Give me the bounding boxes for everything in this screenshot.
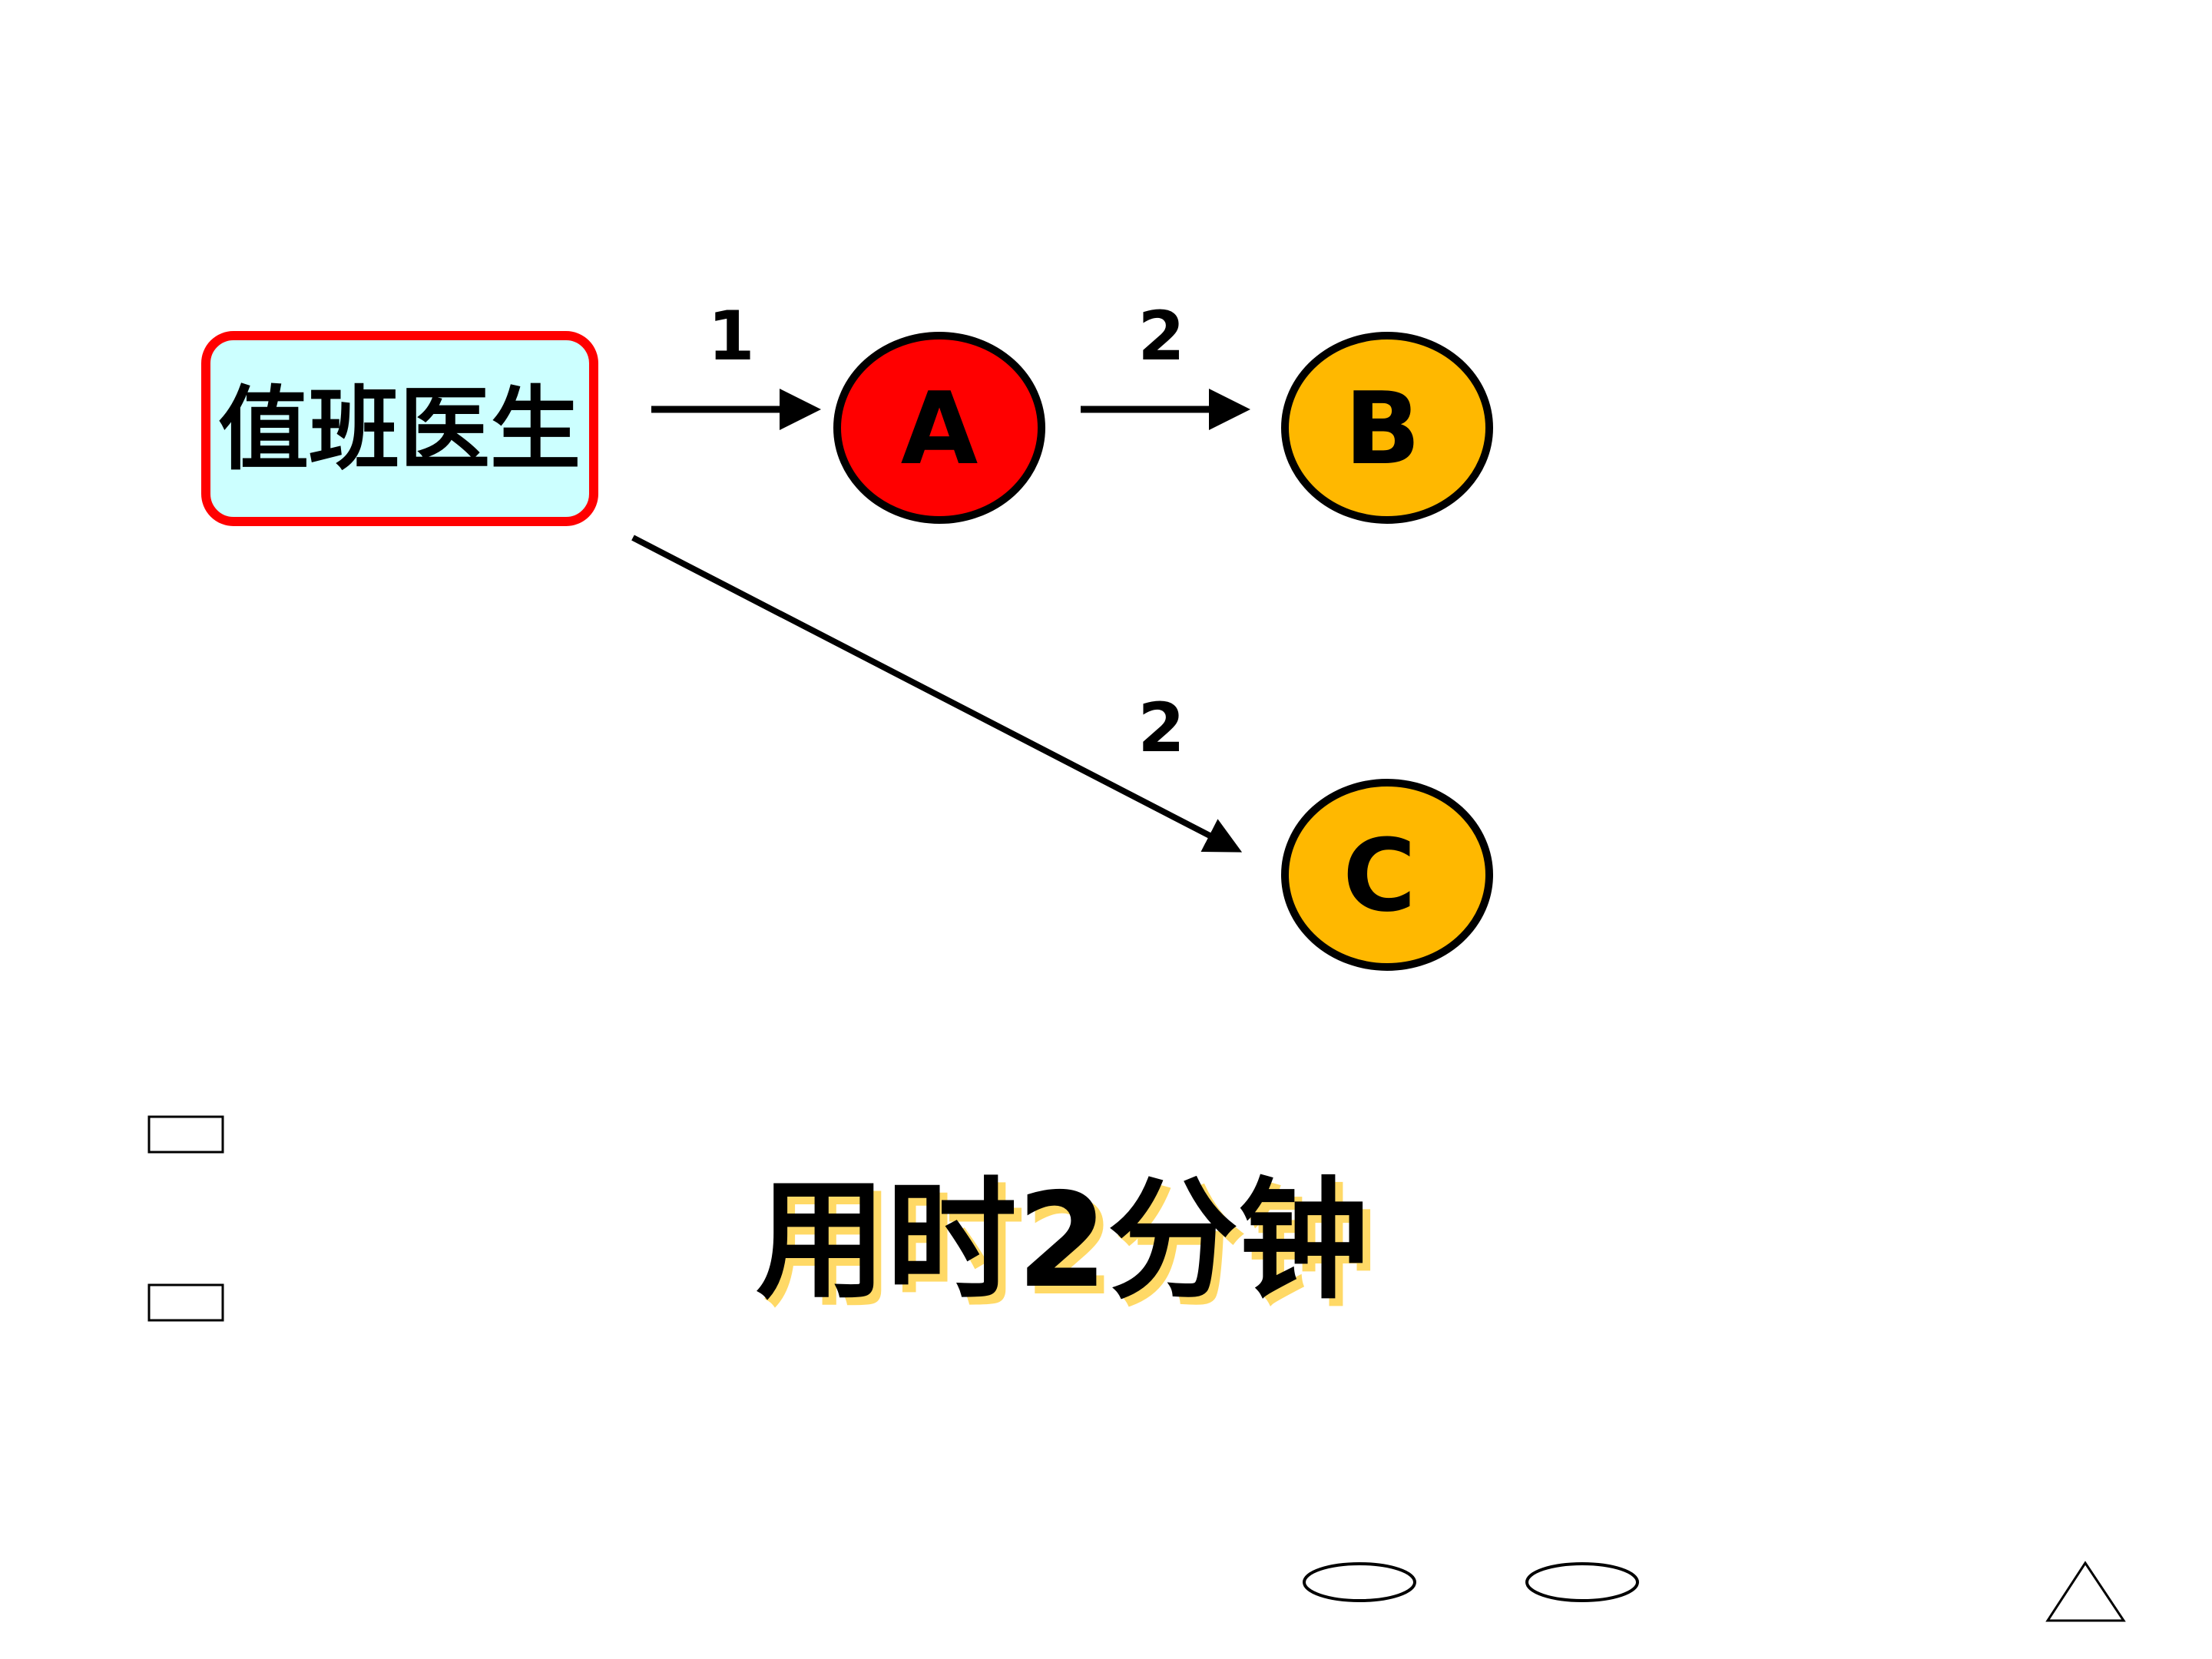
node-c-circle (1281, 779, 1493, 971)
edge-source-to-a: 1 (651, 296, 821, 430)
node-b-circle (1281, 332, 1493, 524)
placeholder-rect (147, 1115, 224, 1154)
placeholder-rect (147, 1283, 224, 1322)
node-a-label: A (901, 370, 979, 487)
edge-label: 2 (1137, 296, 1184, 376)
edge-a-to-b: 2 (1081, 296, 1250, 430)
source-node-duty-doctor: 值班医生 (201, 331, 598, 526)
node-b: B (1281, 332, 1493, 524)
placeholder-ellipse (1525, 1562, 1639, 1602)
placeholder-ellipse (1303, 1562, 1416, 1602)
node-c-label: C (1343, 817, 1416, 934)
node-a: A (833, 332, 1045, 524)
summary-text: 用时2分钟 (756, 1165, 1369, 1317)
edge-source-to-c: 2 (631, 535, 1243, 853)
edge-label: 1 (707, 296, 754, 376)
node-b-label: B (1344, 370, 1420, 487)
source-node-label: 值班医生 (218, 376, 581, 482)
summary-text-group: 用时2分钟 用时2分钟 (756, 1165, 1376, 1325)
node-a-circle (833, 332, 1045, 524)
edge-label: 2 (1137, 688, 1184, 767)
node-c: C (1281, 779, 1493, 971)
summary-text-shadow: 用时2分钟 (763, 1173, 1376, 1325)
source-node-box (201, 331, 598, 526)
arrow-diagonal-icon (631, 535, 1243, 853)
triangle-icon (2045, 1561, 2126, 1622)
